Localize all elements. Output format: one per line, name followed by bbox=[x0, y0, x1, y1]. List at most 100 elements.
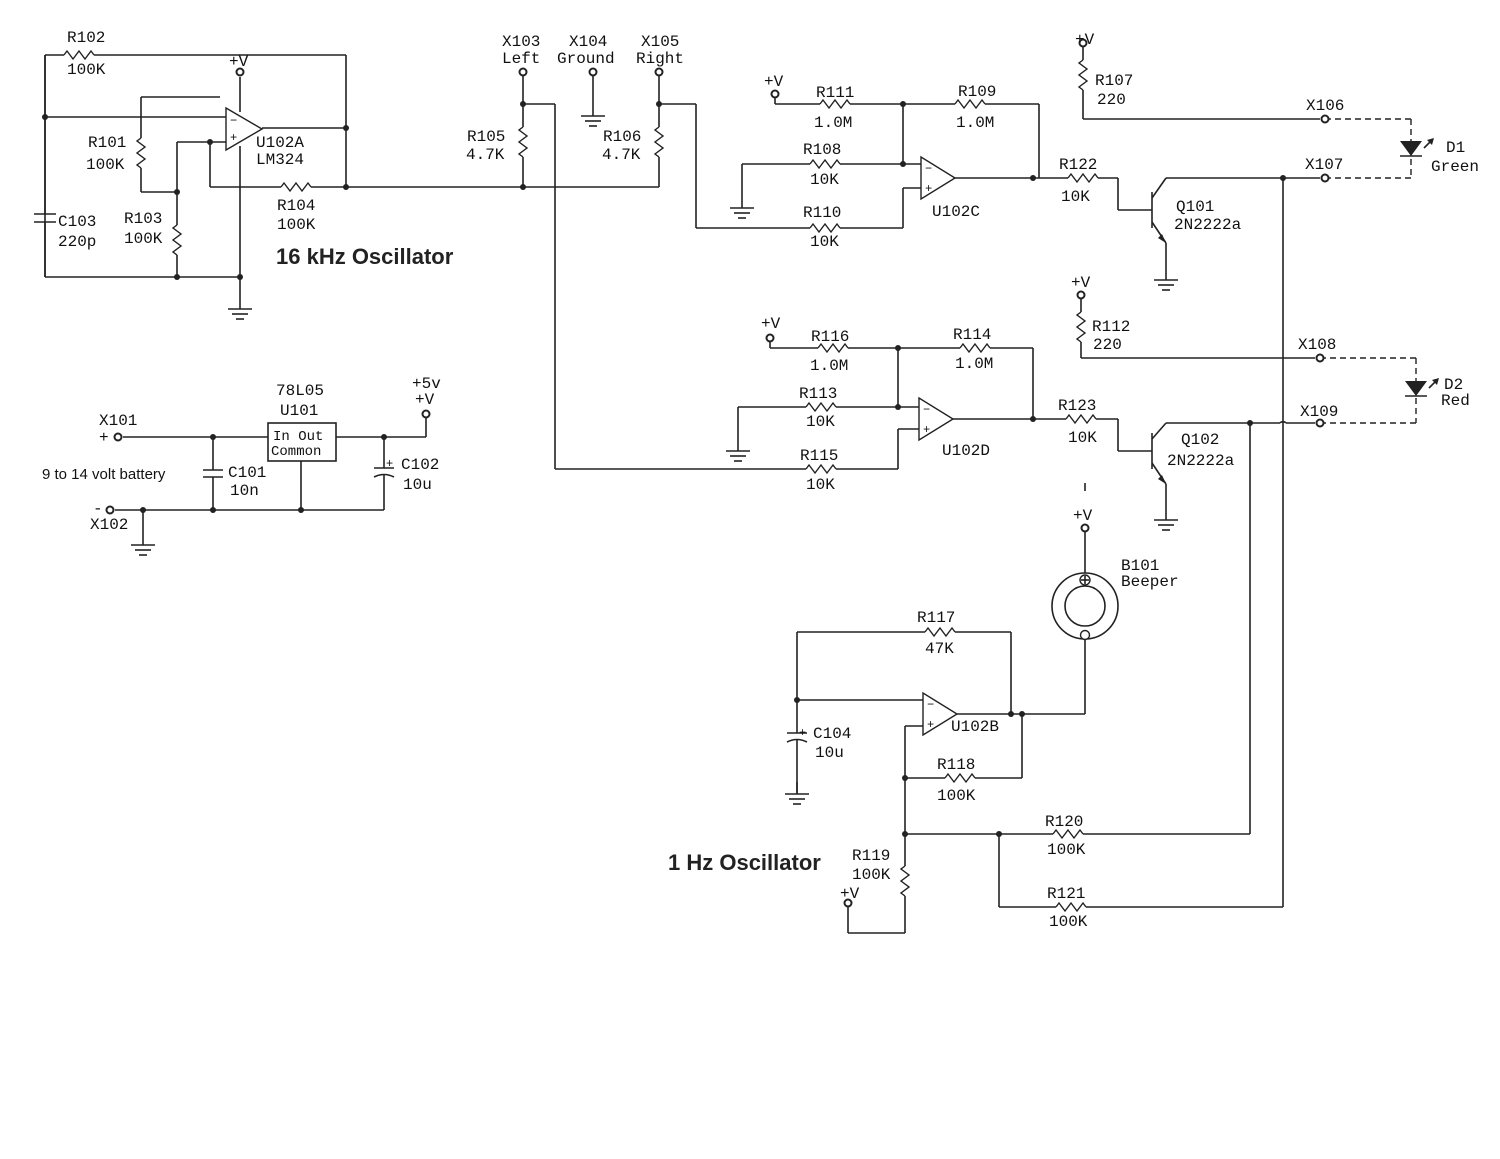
c103-value: 220p bbox=[58, 233, 96, 251]
u101-common: Common bbox=[271, 444, 321, 460]
r116-value: 1.0M bbox=[810, 357, 848, 375]
channel-red: − + bbox=[555, 290, 1439, 834]
r107-value: 220 bbox=[1097, 91, 1126, 109]
c104-polarity: + bbox=[799, 726, 806, 740]
u102b-ref: U102B bbox=[951, 718, 999, 736]
r107-ref: R107 bbox=[1095, 72, 1133, 90]
x104-label: Ground bbox=[557, 50, 615, 68]
r108-value: 10K bbox=[810, 171, 839, 189]
c104-ref: C104 bbox=[813, 725, 851, 743]
b101-ref: B101 bbox=[1121, 557, 1159, 575]
svg-text:+: + bbox=[927, 718, 934, 732]
u101-part: 78L05 bbox=[276, 382, 324, 400]
r101-ref: R101 bbox=[88, 134, 126, 152]
r117-ref: R117 bbox=[917, 609, 955, 627]
supply-label-r116: +V bbox=[761, 315, 781, 333]
supply-label-beeper: +V bbox=[1073, 507, 1093, 525]
r121-ref: R121 bbox=[1047, 885, 1085, 903]
r118-ref: R118 bbox=[937, 756, 975, 774]
r103-value: 100K bbox=[124, 230, 163, 248]
r103-ref: R103 bbox=[124, 210, 162, 228]
x105-ref: X105 bbox=[641, 33, 679, 51]
u102a-part: LM324 bbox=[256, 151, 304, 169]
c104-value: 10u bbox=[815, 744, 844, 762]
r105-ref: R105 bbox=[467, 128, 505, 146]
r118-value: 100K bbox=[937, 787, 976, 805]
r106-ref: R106 bbox=[603, 128, 641, 146]
supply-label-regulator: +V bbox=[415, 391, 435, 409]
q102-part: 2N2222a bbox=[1167, 452, 1235, 470]
r102-ref: R102 bbox=[67, 29, 105, 47]
r110-value: 10K bbox=[810, 233, 839, 251]
d1-ref: D1 bbox=[1446, 139, 1465, 157]
supply-label-r111: +V bbox=[764, 73, 784, 91]
battery-plus: + bbox=[99, 429, 109, 447]
oscillator-1hz: − + bbox=[784, 483, 1283, 934]
c102-polarity: + bbox=[386, 457, 393, 471]
title-16khz-oscillator: 16 kHz Oscillator bbox=[276, 244, 454, 269]
input-terminals bbox=[518, 67, 697, 469]
r117-value: 47K bbox=[925, 640, 954, 658]
r119-value: 100K bbox=[852, 866, 891, 884]
r102-value: 100K bbox=[67, 61, 106, 79]
r115-value: 10K bbox=[806, 476, 835, 494]
u101-ref: U101 bbox=[280, 402, 318, 420]
q102-ref: Q102 bbox=[1181, 431, 1219, 449]
x103-label: Left bbox=[502, 50, 540, 68]
u102d-ref: U102D bbox=[942, 442, 990, 460]
svg-text:−: − bbox=[925, 162, 932, 176]
c101-value: 10n bbox=[230, 482, 259, 500]
c103-ref: C103 bbox=[58, 213, 96, 231]
r104-value: 100K bbox=[277, 216, 316, 234]
q101-part: 2N2222a bbox=[1174, 216, 1242, 234]
u101-pins: In Out bbox=[273, 429, 323, 445]
svg-text:+: + bbox=[925, 182, 932, 196]
x106-ref: X106 bbox=[1306, 97, 1344, 115]
x108-ref: X108 bbox=[1298, 336, 1336, 354]
x104-ref: X104 bbox=[569, 33, 607, 51]
r119-ref: R119 bbox=[852, 847, 890, 865]
r122-value: 10K bbox=[1061, 188, 1090, 206]
r113-value: 10K bbox=[806, 413, 835, 431]
u102c-ref: U102C bbox=[932, 203, 980, 221]
r106-value: 4.7K bbox=[602, 146, 641, 164]
r111-ref: R111 bbox=[816, 84, 854, 102]
r114-ref: R114 bbox=[953, 326, 991, 344]
r113-ref: R113 bbox=[799, 385, 837, 403]
power-supply bbox=[105, 409, 431, 556]
r104-ref: R104 bbox=[277, 197, 315, 215]
b101-name: Beeper bbox=[1121, 573, 1179, 591]
d1-color: Green bbox=[1431, 158, 1479, 176]
svg-text:+: + bbox=[923, 423, 930, 437]
supply-label-r119: +V bbox=[840, 885, 860, 903]
oscillator-16khz: − + bbox=[34, 50, 523, 320]
supply-label-r107: +V bbox=[1075, 31, 1095, 49]
svg-text:+: + bbox=[230, 131, 237, 145]
supply-label-u102a: +V bbox=[229, 53, 249, 71]
x103-ref: X103 bbox=[502, 33, 540, 51]
q101-ref: Q101 bbox=[1176, 198, 1214, 216]
x105-label: Right bbox=[636, 50, 684, 68]
title-1hz-oscillator: 1 Hz Oscillator bbox=[668, 850, 821, 875]
x107-ref: X107 bbox=[1305, 156, 1343, 174]
r112-ref: R112 bbox=[1092, 318, 1130, 336]
r115-ref: R115 bbox=[800, 447, 838, 465]
d2-color: Red bbox=[1441, 392, 1470, 410]
r109-ref: R109 bbox=[958, 83, 996, 101]
r123-value: 10K bbox=[1068, 429, 1097, 447]
c101-ref: C101 bbox=[228, 464, 266, 482]
channel-green: − + bbox=[696, 38, 1434, 907]
x109-ref: X109 bbox=[1300, 403, 1338, 421]
r105-value: 4.7K bbox=[466, 146, 505, 164]
r109-value: 1.0M bbox=[956, 114, 994, 132]
r120-ref: R120 bbox=[1045, 813, 1083, 831]
r121-value: 100K bbox=[1049, 913, 1088, 931]
x102-ref: X102 bbox=[90, 516, 128, 534]
r111-value: 1.0M bbox=[814, 114, 852, 132]
c102-value: 10u bbox=[403, 476, 432, 494]
r123-ref: R123 bbox=[1058, 397, 1096, 415]
r112-value: 220 bbox=[1093, 336, 1122, 354]
r116-ref: R116 bbox=[811, 328, 849, 346]
r114-value: 1.0M bbox=[955, 355, 993, 373]
